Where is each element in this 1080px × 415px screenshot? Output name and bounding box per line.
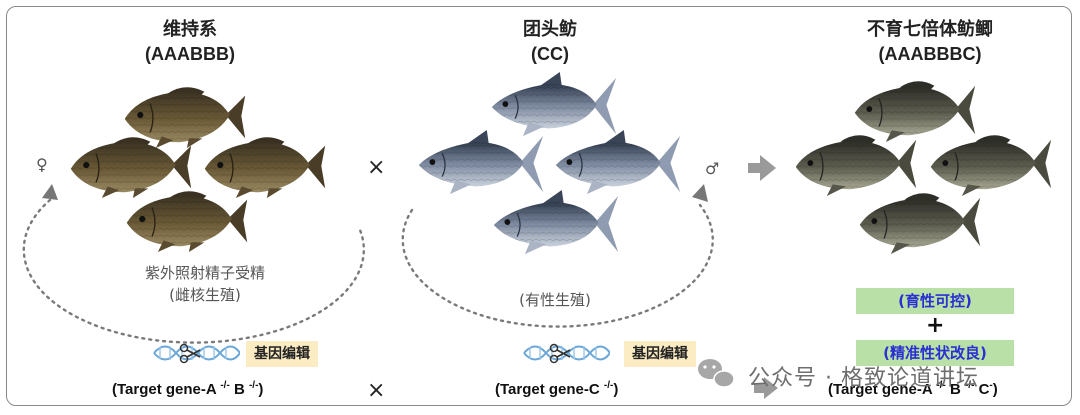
dna-scissors-icon: [523, 343, 610, 364]
maintenance-name: 维持系: [163, 19, 217, 40]
loop-arrowhead-icon: [692, 184, 708, 202]
bream-title: 团头鲂 (CC): [490, 18, 610, 66]
hybrid-fish-group: [795, 80, 1052, 255]
female-symbol: ♀: [36, 155, 48, 174]
result-title: 不育七倍体鲂鲫 (AAABBBC): [840, 18, 1020, 66]
sexual-reproduction-loop: [401, 203, 714, 328]
dna-scissors-icon: [153, 343, 240, 364]
crucian-fish-image: [70, 136, 192, 199]
gynogenesis-label: 紫外照射精子受精 (雌核生殖): [130, 262, 280, 306]
hybrid-fish-image: [795, 134, 917, 197]
maintenance-title: 维持系 (AAABBB): [120, 18, 260, 66]
trait-improvement-box: (精准性状改良): [856, 340, 1014, 366]
gynogenesis-loop: [22, 198, 365, 344]
gynogenesis-line1: 紫外照射精子受精: [144, 264, 265, 282]
target-left: (Target gene-A -/- B -/-): [112, 380, 264, 398]
result-name: 不育七倍体鲂鲫: [867, 19, 993, 40]
hybrid-fish-image: [930, 134, 1052, 197]
maintenance-fish-group: [70, 86, 326, 253]
plus-symbol: +: [926, 313, 945, 338]
hybrid-fish-image: [854, 80, 976, 143]
wechat-icon: [698, 359, 735, 388]
bream-fish-image: [491, 72, 617, 137]
male-symbol: ♂: [705, 159, 720, 178]
figure-frame: [6, 6, 1072, 406]
bream-fish-image: [418, 130, 544, 195]
hybrid-fish-image: [859, 192, 981, 255]
gene-edit-tag: 基因编辑: [624, 341, 696, 367]
fertility-control-box: (育性可控): [856, 288, 1014, 314]
crucian-fish-image: [204, 136, 326, 199]
bream-fish-image: [493, 190, 619, 255]
loop-arrowhead-icon: [42, 184, 58, 200]
gynogenesis-line2: (雌核生殖): [169, 286, 241, 304]
bream-fish-image: [555, 130, 681, 195]
result-genotype: (AAABBBC): [878, 44, 982, 64]
crucian-fish-image: [126, 190, 248, 253]
sexual-reproduction-label: (有性生殖): [519, 291, 591, 309]
result-arrow-icon: [748, 155, 776, 181]
cross-symbol-bottom: ×: [367, 378, 386, 403]
cross-symbol: ×: [367, 155, 386, 180]
gene-edit-tag: 基因编辑: [246, 341, 318, 367]
watermark: 公众号 · 格致论道讲坛: [748, 366, 979, 391]
bottom-arrow-icon: [754, 377, 778, 399]
target-right: (Target gene-A -/- B -/- C-): [828, 380, 998, 398]
target-middle: (Target gene-C -/-): [495, 380, 619, 398]
maintenance-genotype: (AAABBB): [145, 44, 235, 64]
bream-genotype: (CC): [531, 44, 569, 64]
bream-fish-group: [418, 72, 681, 255]
bream-name: 团头鲂: [523, 19, 577, 40]
